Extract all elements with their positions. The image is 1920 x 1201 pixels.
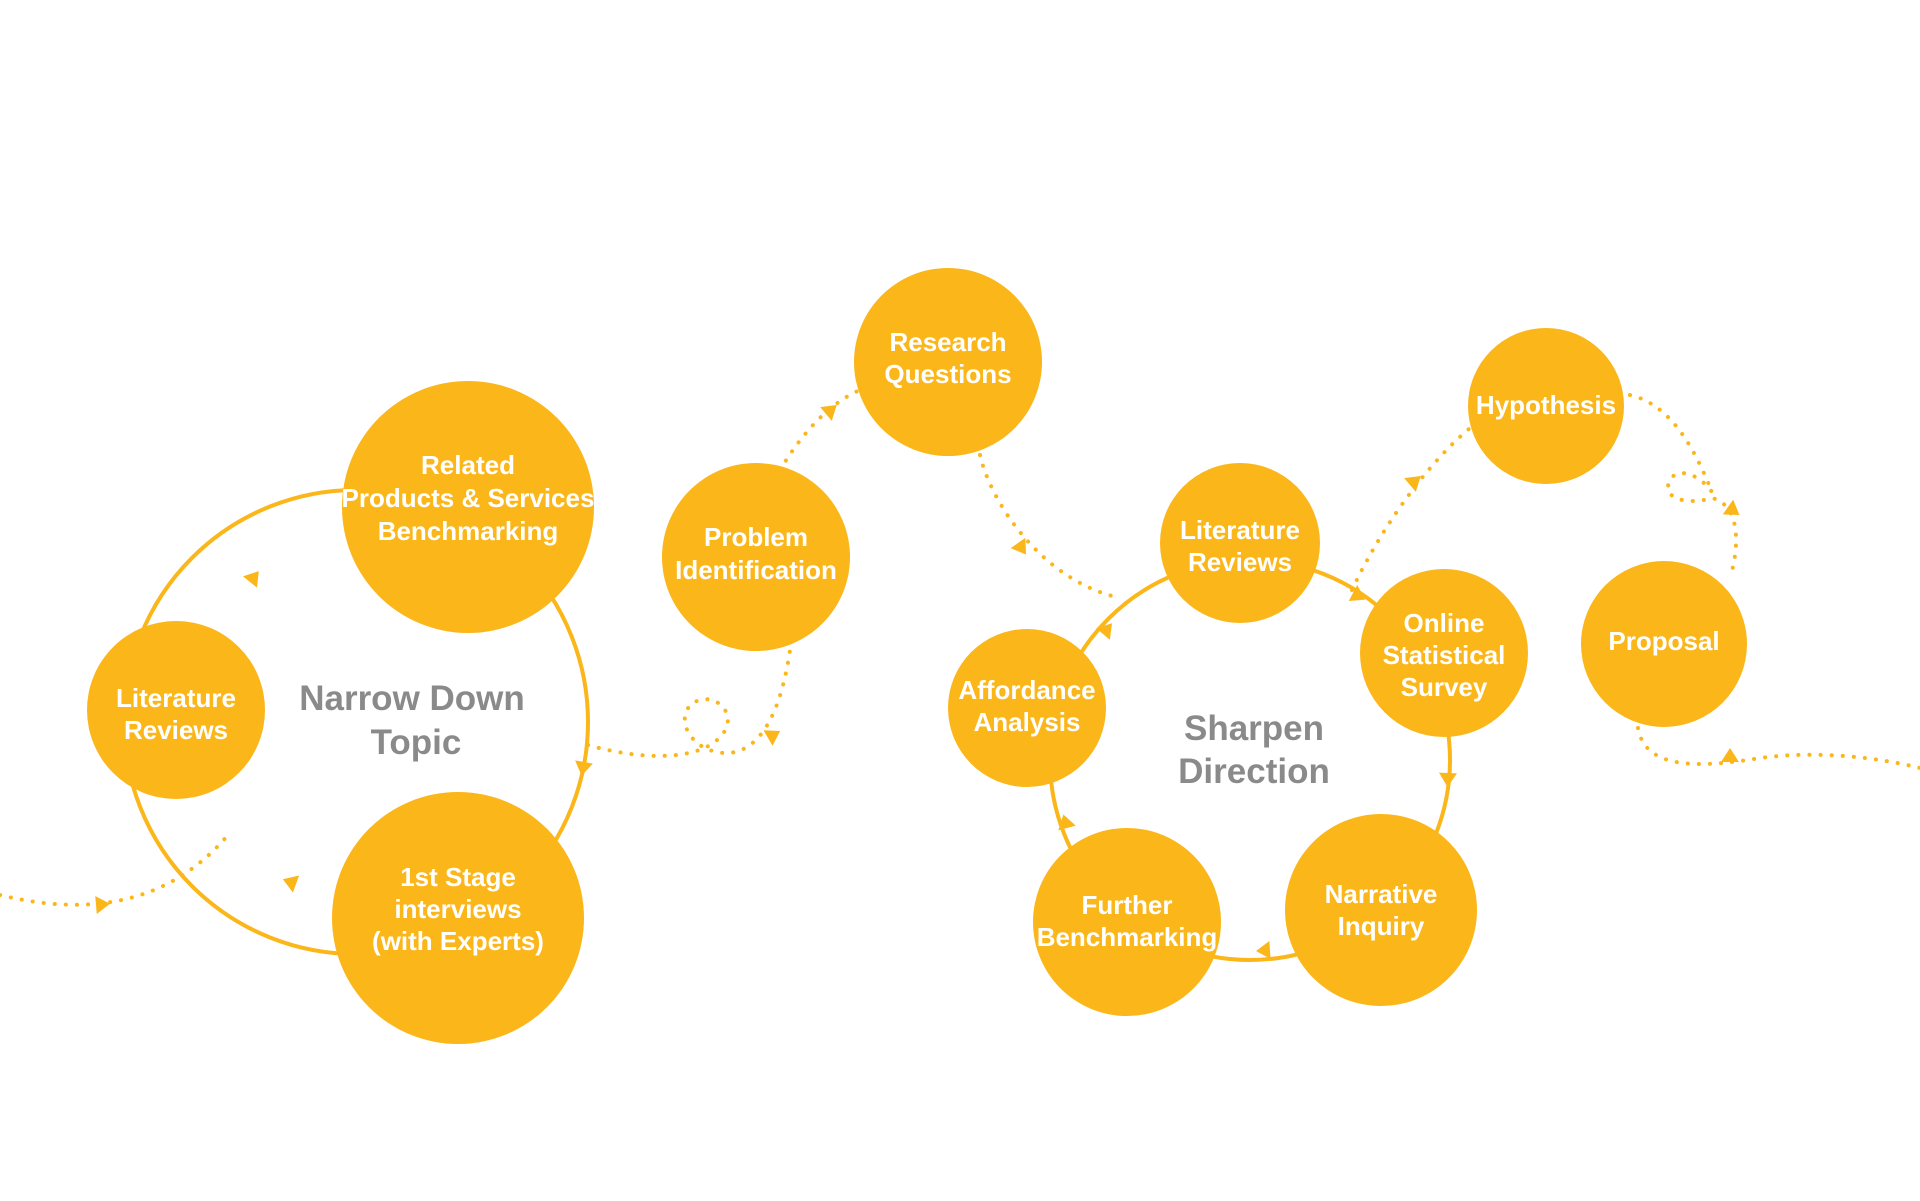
node-label-line: Further <box>1082 890 1173 920</box>
node-literature-reviews-right: Literature Reviews <box>1160 463 1320 623</box>
dotted-arrow <box>1721 748 1739 762</box>
node-further-benchmarking: Further Benchmarking <box>1033 828 1221 1016</box>
node-label-line: Research <box>889 327 1006 357</box>
cycle-arrow <box>575 760 593 776</box>
dotted-connector <box>0 833 230 907</box>
node-circle <box>1581 561 1747 727</box>
node-label-line: Hypothesis <box>1476 390 1616 420</box>
node-label-line: Products & Services <box>342 483 595 513</box>
node-circle <box>1468 328 1624 484</box>
node-related-products-benchmarking: Related Products & Services Benchmarking <box>342 381 595 633</box>
node-label-line: Questions <box>884 359 1011 389</box>
node-label-line: Affordance <box>958 675 1095 705</box>
node-circle <box>1360 569 1528 737</box>
node-label-line: interviews <box>394 894 521 924</box>
dotted-arrow <box>1722 499 1740 516</box>
cycle-arrow <box>282 875 300 893</box>
node-label-line: Survey <box>1401 672 1488 702</box>
node-label-line: Identification <box>675 555 837 585</box>
cycle-arrow <box>1439 772 1457 787</box>
node-label-line: Benchmarking <box>378 516 559 546</box>
dotted-arrow <box>1404 476 1421 492</box>
dotted-connector <box>1636 726 1920 770</box>
node-label-line: Online <box>1404 608 1485 638</box>
group-label-line: Sharpen <box>1184 709 1324 748</box>
node-label-line: Literature <box>116 683 236 713</box>
node-circle <box>854 268 1042 456</box>
cycle-arrow <box>243 571 259 588</box>
node-label-line: Benchmarking <box>1037 922 1218 952</box>
group-label-line: Narrow Down <box>299 679 525 718</box>
node-affordance-analysis: Affordance Analysis <box>948 629 1106 787</box>
dotted-arrow <box>1010 537 1027 555</box>
node-label-line: Reviews <box>1188 547 1292 577</box>
dotted-arrow <box>763 730 781 746</box>
cycle-arrow <box>1058 814 1076 831</box>
node-label-line: Inquiry <box>1338 911 1425 941</box>
node-hypothesis: Hypothesis <box>1468 328 1624 484</box>
cycle-arrow <box>1256 941 1271 959</box>
node-research-questions: Research Questions <box>854 268 1042 456</box>
node-circle <box>948 629 1106 787</box>
cycle-arrow <box>1348 585 1366 601</box>
node-label-line: Literature <box>1180 515 1300 545</box>
dotted-connector <box>978 453 1122 600</box>
node-label-line: Proposal <box>1608 626 1719 656</box>
node-label-line: 1st Stage <box>400 862 516 892</box>
dotted-connector <box>586 648 792 758</box>
node-circle <box>662 463 850 651</box>
node-label-line: Problem <box>704 522 808 552</box>
node-label-line: Reviews <box>124 715 228 745</box>
narrow-down-topic-label: Narrow Down Topic <box>299 679 525 762</box>
dotted-arrow <box>95 896 110 914</box>
node-label-line: Statistical <box>1383 640 1506 670</box>
node-circle <box>342 381 594 633</box>
node-circle <box>332 792 584 1044</box>
dotted-connector <box>1628 393 1739 580</box>
node-label-line: (with Experts) <box>372 926 544 956</box>
node-circle <box>87 621 265 799</box>
node-label-line: Related <box>421 450 515 480</box>
node-problem-identification: Problem Identification <box>662 463 850 651</box>
dotted-arrow <box>820 405 837 421</box>
sharpen-direction-label: Sharpen Direction <box>1178 709 1330 791</box>
node-first-stage-interviews: 1st Stage interviews (with Experts) <box>332 792 584 1044</box>
dotted-connector <box>1350 426 1472 592</box>
node-online-statistical-survey: Online Statistical Survey <box>1360 569 1528 737</box>
node-circle <box>1033 828 1221 1016</box>
cycle-arrow <box>1096 623 1112 640</box>
node-label-line: Narrative <box>1325 879 1438 909</box>
node-label-line: Analysis <box>974 707 1081 737</box>
group-label-line: Topic <box>371 723 462 762</box>
node-circle <box>1285 814 1477 1006</box>
group-label-line: Direction <box>1178 752 1330 791</box>
node-narrative-inquiry: Narrative Inquiry <box>1285 814 1477 1006</box>
node-literature-reviews-left: Literature Reviews <box>87 621 265 799</box>
dotted-connector <box>778 388 862 472</box>
node-circle <box>1160 463 1320 623</box>
node-proposal: Proposal <box>1581 561 1747 727</box>
